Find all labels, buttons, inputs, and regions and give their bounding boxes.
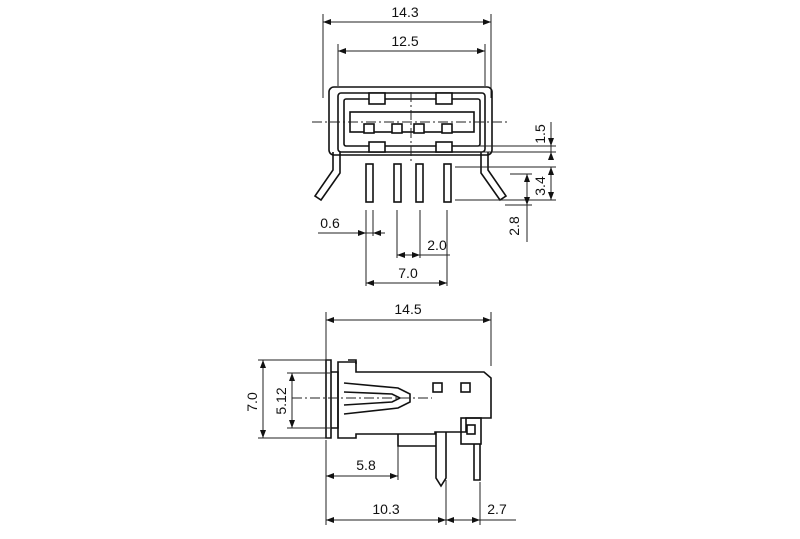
front-view: 14.3 12.5 [312,4,556,286]
dim-center-height: 5.12 [273,373,295,428]
side-body [337,361,492,439]
side-flange-step [331,371,339,429]
dim-contact-offset-label: 1.5 [532,124,548,144]
side-guide [397,434,436,447]
side-view: 14.5 7.0 [244,301,516,525]
dim-overall-length-label: 14.5 [394,301,421,317]
side-bracket-hole [466,424,476,435]
pin-4 [443,163,452,203]
latch-bottom-right [435,141,453,153]
dim-pin-pitch-label: 2.0 [427,237,447,253]
dim-pin-length: 3.4 [532,167,554,200]
dim-overall-length: 14.5 [326,301,491,323]
dim-overall-width: 14.3 [323,4,491,25]
latch-top-right [435,92,453,105]
dim-body-length-label: 10.3 [372,501,399,517]
dim-tail-length-label: 2.7 [487,501,507,517]
dim-clip-length-label: 2.8 [506,216,522,236]
side-bracket [460,417,482,445]
dim-pin-span-label: 7.0 [398,265,418,281]
dim-height-label: 7.0 [244,392,260,412]
dim-pin-span: 7.0 [366,265,447,286]
dim-height: 7.0 [244,360,266,438]
pin-1 [365,163,374,203]
dim-housing-width-label: 12.5 [391,33,418,49]
dim-housing-width: 12.5 [338,33,485,54]
dim-tail-length: 2.7 [446,501,516,523]
dim-contact-offset: 1.5 [532,122,554,160]
side-pin [435,432,447,488]
dim-pin-width: 0.6 [318,215,385,236]
dim-clip-length: 2.8 [506,174,530,242]
dim-pin-width-label: 0.6 [320,215,340,231]
dim-overall-width-label: 14.3 [391,4,418,20]
dim-pin-pitch: 2.0 [397,237,450,258]
side-window-2 [460,382,471,393]
side-flange [325,359,332,439]
side-tab [348,359,357,364]
pin-3 [415,163,424,203]
side-window-1 [432,382,443,393]
dim-body-length: 10.3 [326,501,446,523]
mounting-leg-left [313,152,341,202]
dim-pin-offset: 5.8 [326,457,398,479]
dim-pin-offset-label: 5.8 [356,457,376,473]
latch-top-left [368,92,386,105]
dim-pin-length-label: 3.4 [532,176,548,196]
latch-bottom-left [368,141,386,153]
mounting-leg-right [480,152,508,202]
dim-center-height-label: 5.12 [273,387,289,414]
contact-2 [391,123,403,134]
pin-2 [393,163,402,203]
contact-4 [441,123,453,134]
side-tail [473,444,481,481]
contact-1 [363,123,375,134]
contact-3 [413,123,425,134]
